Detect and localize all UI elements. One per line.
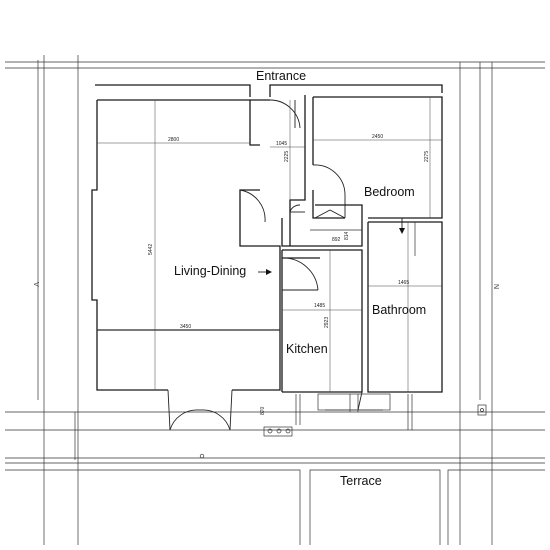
bathroom-label: Bathroom [372, 303, 426, 317]
right-side-mark: N [492, 284, 499, 289]
dim-closet-depth: 814 [344, 231, 350, 240]
entrance-hall [95, 84, 443, 246]
dim-bedroom-depth: 2275 [424, 151, 430, 162]
entrance-label: Entrance [256, 69, 306, 83]
terrace-label: Terrace [340, 474, 382, 488]
dim-living-width-top: 2800 [168, 137, 179, 143]
dim-entrance-depth: 2225 [284, 151, 290, 162]
dim-kitchen-depth: 2923 [324, 317, 330, 328]
building-grid [5, 55, 545, 545]
dim-closet-width: 892 [332, 237, 341, 243]
wall-fixtures [74, 394, 487, 460]
kitchen-label: Kitchen [286, 342, 328, 356]
dim-bathroom-width: 1465 [398, 280, 409, 286]
dim-bedroom-width: 2450 [372, 134, 383, 140]
dim-living-width-bottom: 3450 [180, 324, 191, 330]
kitchen [281, 249, 391, 412]
bathroom [367, 221, 443, 393]
left-side-mark: V [32, 282, 39, 287]
dim-entrance-width: 1045 [276, 141, 287, 147]
bedroom-label: Bedroom [364, 185, 415, 199]
dim-kitchen-width: 1485 [314, 303, 325, 309]
living-dining-label: Living-Dining [174, 264, 246, 278]
dim-balcony-sill: 870 [260, 406, 266, 415]
living-dining-room [91, 99, 281, 431]
dim-living-height: 5442 [148, 244, 154, 255]
bedroom [312, 96, 443, 234]
closet [281, 204, 363, 247]
